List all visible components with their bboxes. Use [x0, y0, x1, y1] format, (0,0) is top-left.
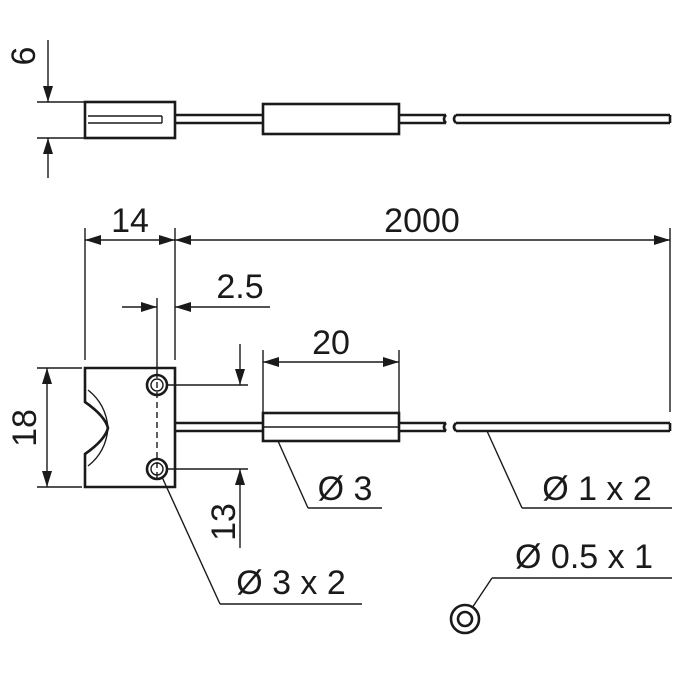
- callout-fiber-core: Ø 0.5 x 1: [449, 538, 672, 635]
- top-view: 6: [5, 40, 672, 178]
- side-view-cable-section-1: [175, 421, 263, 433]
- top-view-sleeve: [261, 102, 401, 136]
- top-view-head: [83, 100, 177, 140]
- callout-sleeve-diameter: Ø 3: [277, 440, 382, 509]
- dimension-hole-spacing-label: 13: [205, 503, 243, 541]
- dimension-total-length: 2000: [175, 202, 671, 412]
- dimension-head-height: 18: [6, 367, 82, 488]
- side-view-head: [83, 366, 177, 489]
- dimension-head-length: 14: [84, 202, 176, 360]
- callout-fiber-core-label: Ø 0.5 x 1: [515, 538, 653, 576]
- dimension-hole-offset: 2.5: [122, 268, 270, 372]
- side-view: 14 2000 2.5 20: [6, 202, 672, 635]
- dimension-thickness-label: 6: [5, 47, 43, 66]
- dimension-thickness: 6: [5, 40, 85, 178]
- callout-sleeve-diameter-label: Ø 3: [318, 470, 373, 508]
- fiber-cross-section: [449, 603, 481, 635]
- dimension-head-length-label: 14: [111, 202, 149, 240]
- callout-cable-diameter: Ø 1 x 2: [486, 430, 672, 509]
- dimension-hole-offset-label: 2.5: [216, 268, 263, 306]
- top-view-cable-section-1: [175, 113, 263, 125]
- dimension-head-height-label: 18: [6, 409, 44, 447]
- dimension-sleeve-length: 20: [262, 324, 400, 412]
- side-view-cable-section-2: [399, 421, 672, 433]
- top-view-cable-section-2: [399, 113, 672, 125]
- callout-mounting-holes-label: Ø 3 x 2: [236, 564, 346, 602]
- dimension-total-length-label: 2000: [384, 202, 460, 240]
- callout-mounting-holes: Ø 3 x 2: [161, 476, 362, 605]
- dimension-hole-spacing: 13: [168, 344, 248, 548]
- callout-cable-diameter-label: Ø 1 x 2: [542, 470, 652, 508]
- dimension-sleeve-length-label: 20: [312, 324, 350, 362]
